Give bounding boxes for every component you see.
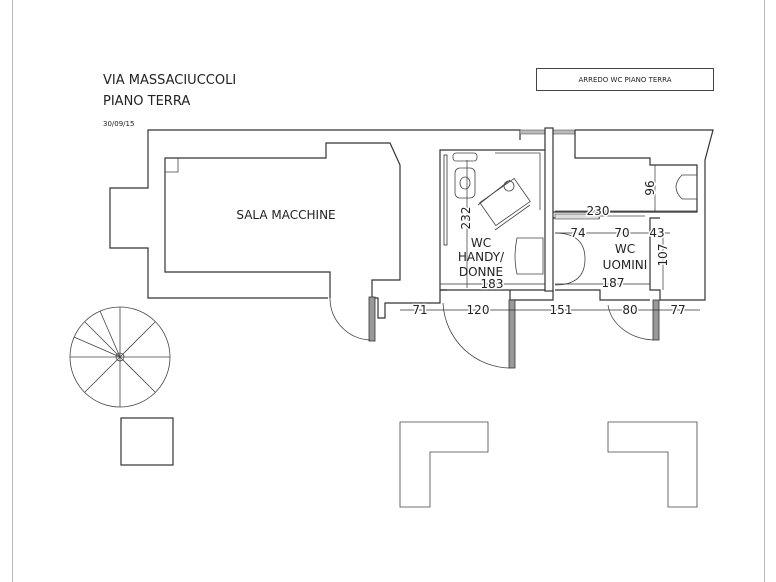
street-title: VIA MASSACIUCCOLI [103, 73, 237, 88]
dim-label: 70 [614, 226, 629, 240]
room-label-handy: HANDY/ [458, 250, 505, 264]
spiral-staircase [69, 306, 171, 408]
sheet-title: ARREDO WC PIANO TERRA [578, 75, 672, 84]
cistern [452, 152, 478, 162]
room-label-men: WC [615, 242, 635, 256]
dim-label: 43 [649, 226, 664, 240]
room-label-handy: DONNE [459, 265, 503, 279]
room-label-machine: SALA MACCHINE [236, 208, 335, 222]
dim-label: 74 [570, 226, 585, 240]
door-leaf [508, 299, 516, 369]
grab-bar [443, 154, 448, 246]
column-square [120, 417, 174, 466]
outer-wall [109, 129, 521, 299]
partition-wall [544, 127, 554, 292]
page-border-left [12, 0, 13, 582]
sheet-title-box: ARREDO WC PIANO TERRA [536, 68, 714, 91]
door-leaf [368, 296, 376, 342]
urinal-screen [554, 232, 586, 286]
room-label-men: UOMINI [603, 258, 648, 272]
door-swing [329, 297, 371, 341]
date-label: 30/09/15 [103, 120, 135, 128]
l-shaped-counter [399, 421, 489, 508]
toilet-icon [675, 174, 698, 200]
machine-room-wall [164, 142, 401, 298]
dim-label: 151 [550, 303, 573, 317]
outer-wall-corridor [370, 290, 441, 319]
window [519, 129, 546, 135]
sliding-door [554, 213, 600, 220]
dim-label: 96 [643, 180, 657, 195]
outer-wall-right [575, 129, 714, 301]
dim-label: 80 [622, 303, 637, 317]
column [165, 158, 179, 173]
sink-icon [514, 237, 544, 275]
toilet-icon [454, 167, 476, 199]
dim-label: 77 [670, 303, 685, 317]
dim-label: 187 [602, 276, 625, 290]
dim-label: 232 [459, 207, 473, 230]
page-border-right [764, 0, 765, 582]
l-shaped-counter [607, 421, 698, 508]
door-leaf [652, 299, 660, 341]
dim-label: 230 [587, 204, 610, 218]
dim-label: 71 [412, 303, 427, 317]
dim-label: 107 [656, 244, 670, 267]
dim-label: 183 [481, 277, 504, 291]
wheelchair-icon [477, 177, 531, 231]
door-swing [607, 304, 656, 341]
floor-title: PIANO TERRA [103, 94, 191, 109]
room-label-handy: WC [471, 236, 491, 250]
grab-bar [495, 152, 541, 210]
window [552, 129, 576, 135]
dim-label: 120 [467, 303, 490, 317]
door-swing [442, 302, 512, 369]
